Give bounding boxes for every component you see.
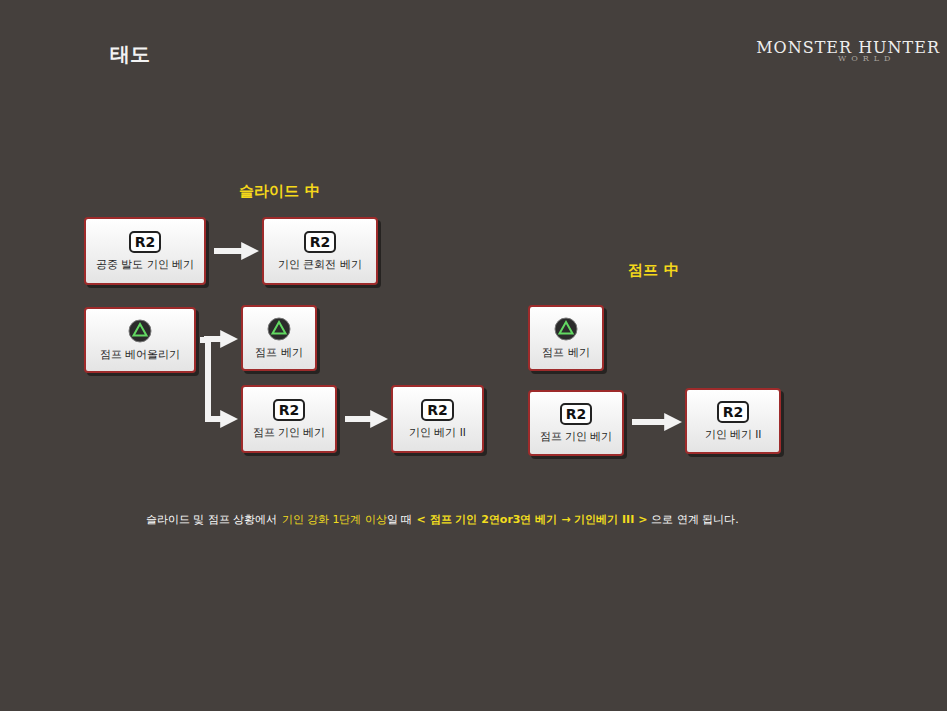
- triangle-button-icon: [128, 319, 152, 343]
- button-key: R2: [560, 403, 593, 425]
- move-name: 점프 기인 베기: [540, 430, 613, 443]
- title: 태도: [110, 41, 150, 68]
- flow-arrow: [345, 416, 372, 422]
- move-name: 점프 베어올리기: [100, 348, 180, 361]
- move-name: 기인 큰회전 베기: [278, 258, 362, 271]
- note-line: 슬라이드 및 점프 상황에서 기인 강화 1단계 이상일 때 < 점프 기인 2연o…: [146, 513, 739, 527]
- move-name: 점프 베기: [255, 346, 302, 359]
- move-box: 점프 베기: [241, 305, 317, 371]
- flow-arrow: [214, 248, 243, 254]
- group-panel: 슬라이드 中R2공중 발도 기인 베기R2기인 큰회전 베기점프 베어올리기점프…: [62, 155, 497, 483]
- note-highlight: < 점프 기인 2연or3연 베기 → 기인베기 III >: [417, 513, 648, 526]
- move-box: R2 기인 베기 II: [685, 388, 781, 454]
- move-name: 점프 기인 베기: [253, 426, 326, 439]
- triangle-mark: [560, 322, 573, 334]
- move-box: R2 점프 기인 베기: [528, 390, 624, 456]
- move-name: 기인 베기 II: [705, 428, 762, 441]
- move-box: R2 점프 기인 베기: [241, 385, 337, 453]
- move-box: 점프 베어올리기: [84, 307, 196, 373]
- note-text: 슬라이드 및 점프 상황에서: [146, 513, 278, 526]
- button-disc: [555, 318, 577, 340]
- flow-arrow: [200, 340, 222, 419]
- note-highlight: 기인 강화 1단계 이상: [282, 513, 388, 526]
- group-panel: 점프 中 점프 베기 R2 점프 기인 베기 R2 기인 베기 II: [510, 238, 797, 483]
- move-name: 점프 베기: [542, 346, 589, 359]
- logo-subtext: WORLD: [838, 54, 896, 63]
- character-illustration: [822, 586, 944, 701]
- move-box: R2 기인 큰회전 베기: [262, 217, 378, 285]
- triangle-button-icon: [267, 317, 291, 341]
- title-bar: [27, 29, 323, 82]
- outline-shape: [121, 498, 764, 541]
- heading-row: 점프 中: [510, 260, 797, 280]
- sword-guard: [56, 55, 62, 61]
- button-disc: [129, 320, 151, 342]
- compass-ornament: [0, 0, 947, 672]
- button-disc: [268, 318, 290, 340]
- move-name: 기인 베기 II: [409, 426, 466, 439]
- button-key: R2: [304, 231, 337, 253]
- button-key: R2: [421, 399, 454, 421]
- button-key: R2: [129, 231, 162, 253]
- button-key: R2: [273, 399, 306, 421]
- sword-icon: [48, 40, 79, 69]
- move-box: R2 기인 베기 II: [391, 385, 484, 453]
- move-box: R2 공중 발도 기인 베기: [84, 217, 206, 285]
- triangle-button-icon: [554, 317, 578, 341]
- flow-arrow: [632, 419, 666, 425]
- panel-heading: 슬라이드 中: [239, 182, 319, 200]
- button-key: R2: [717, 401, 750, 423]
- move-box: 점프 베기: [528, 305, 604, 371]
- note-text: 일 때: [387, 513, 413, 526]
- panel-heading: 점프 中: [628, 261, 678, 279]
- heading-row: 슬라이드 中: [62, 181, 497, 201]
- triangle-mark: [273, 322, 286, 334]
- note-text: 으로 연계 됩니다.: [651, 513, 739, 526]
- triangle-mark: [134, 324, 147, 336]
- outline-shape: [512, 240, 796, 482]
- move-name: 공중 발도 기인 베기: [96, 258, 194, 271]
- flow-arrow: [204, 336, 222, 342]
- outline-shape: [64, 157, 496, 482]
- note-box: 슬라이드 및 점프 상황에서 기인 강화 1단계 이상일 때 < 점프 기인 2연o…: [120, 497, 765, 542]
